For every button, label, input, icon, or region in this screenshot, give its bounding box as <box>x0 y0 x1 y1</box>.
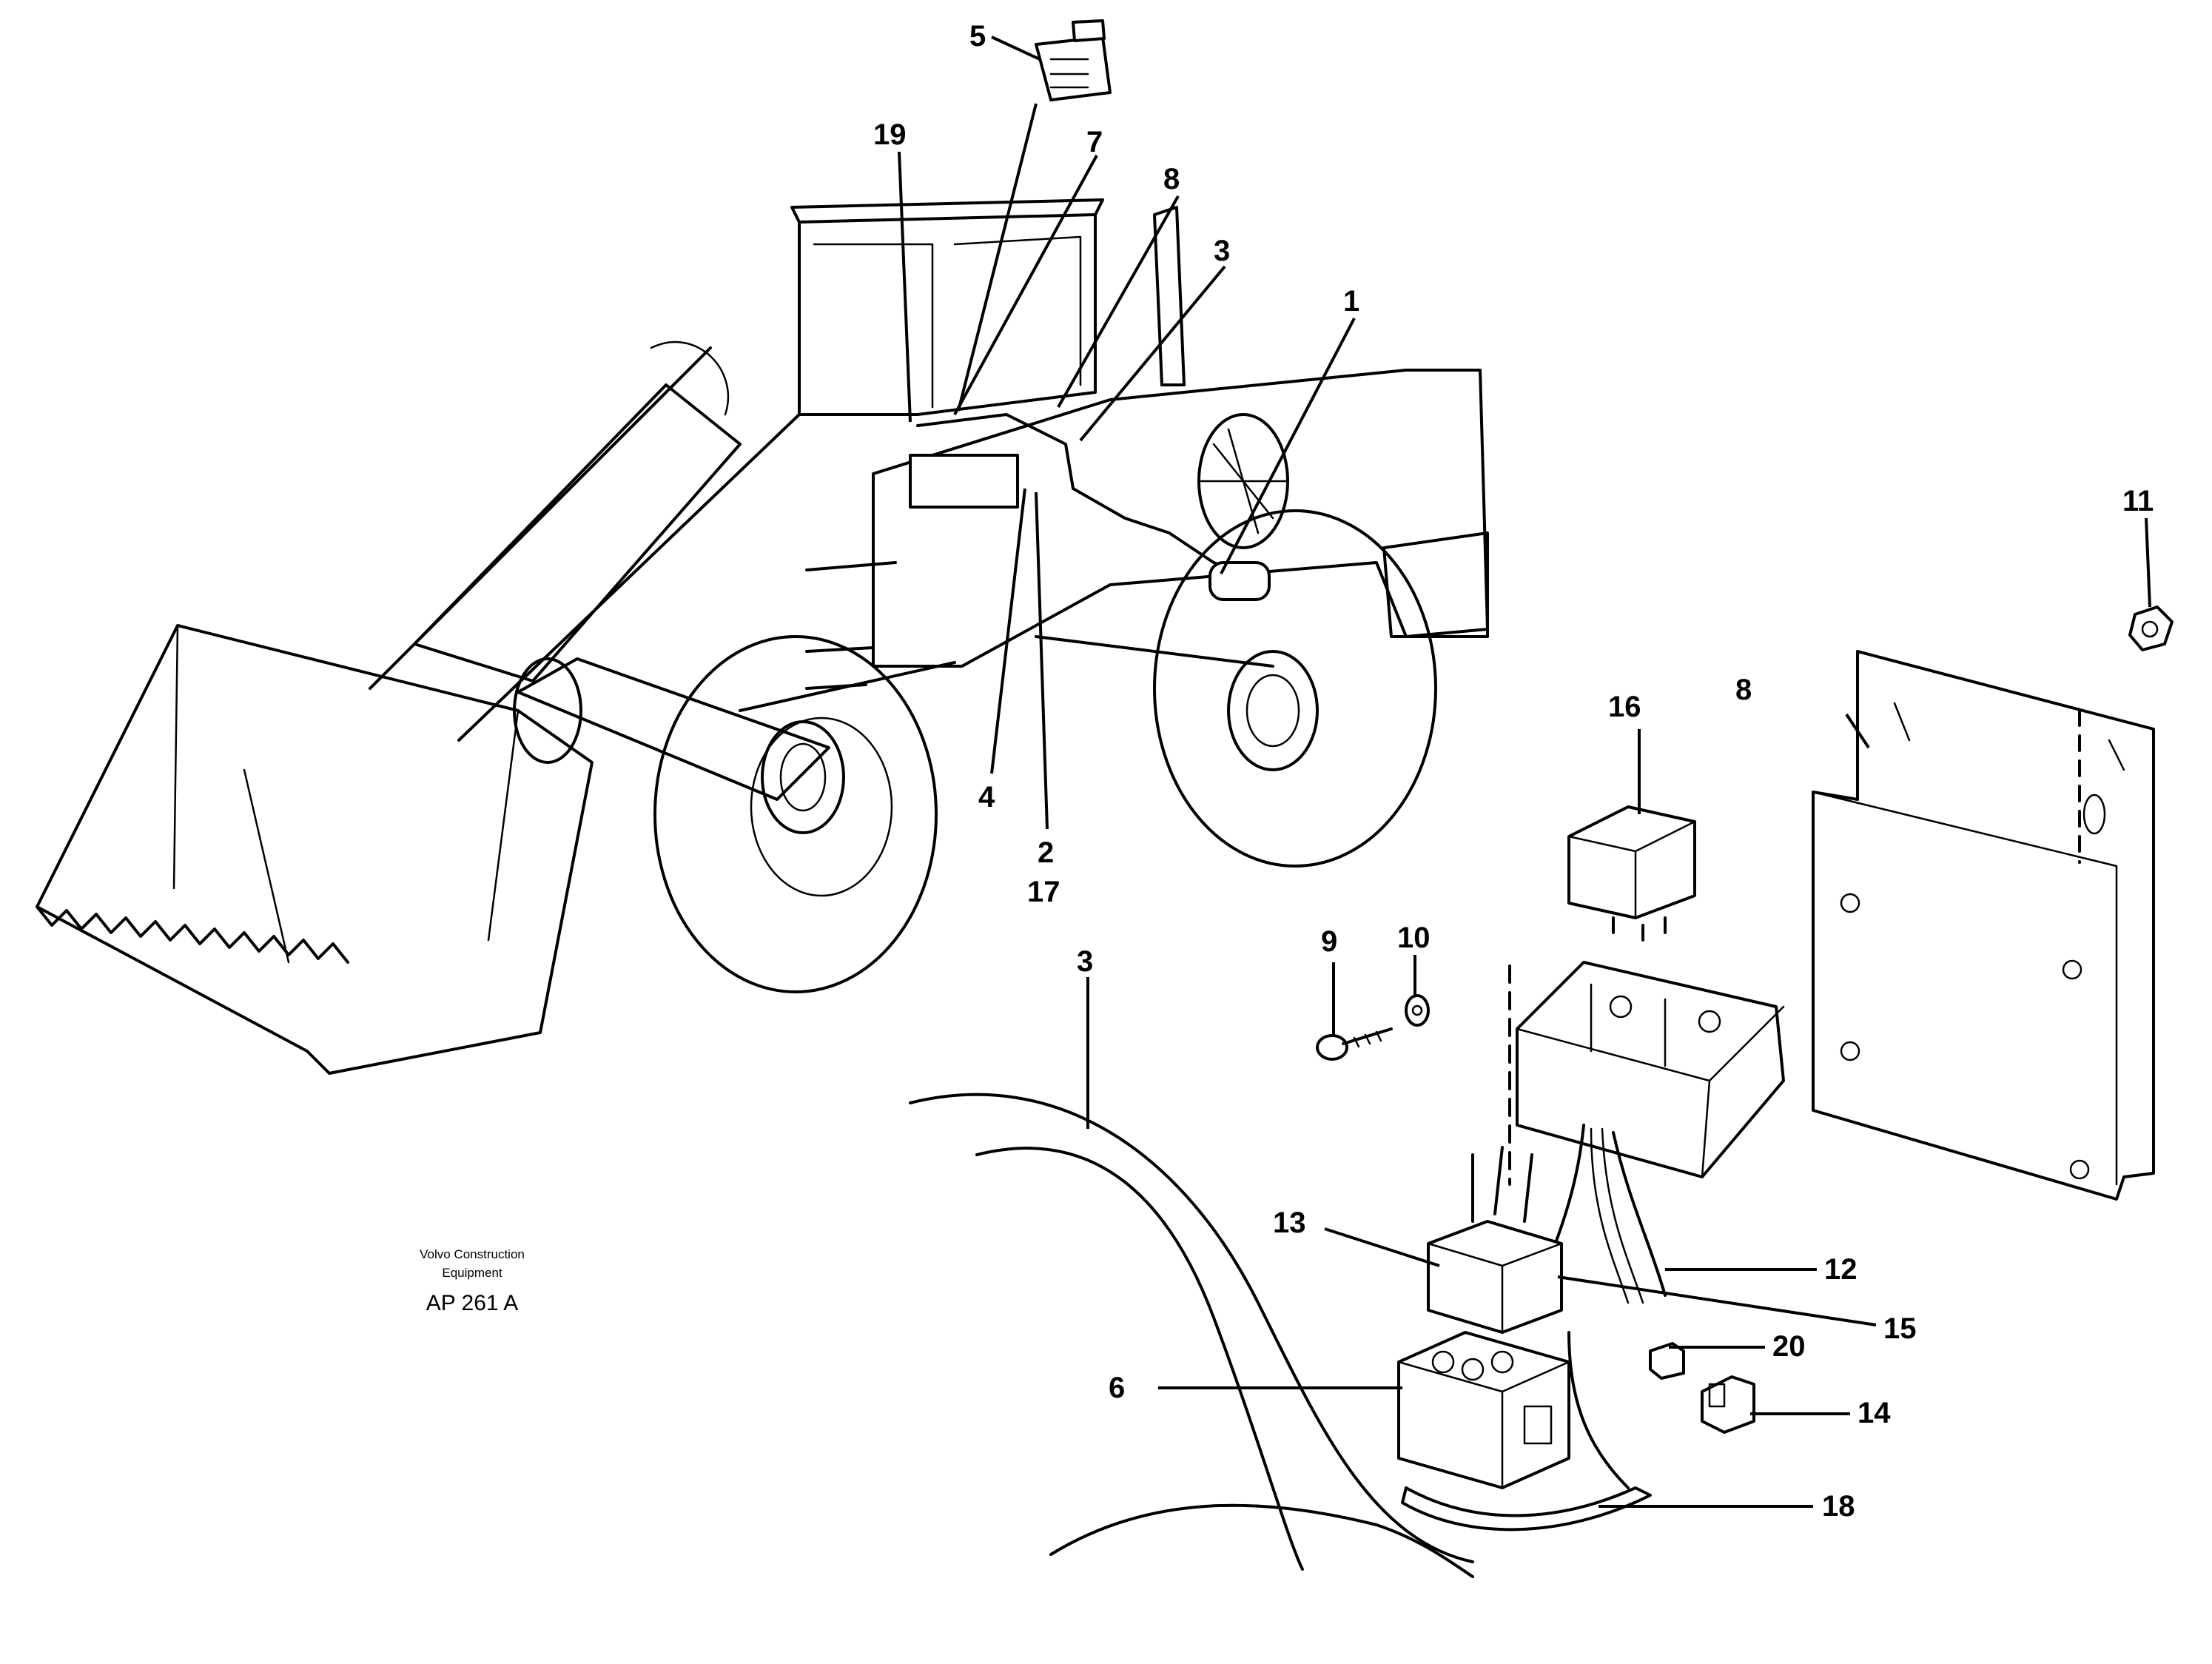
part-13-plug <box>1427 1146 1563 1334</box>
part-3-cable-bottom <box>909 1093 1474 1578</box>
callout-4: 4 <box>978 781 995 813</box>
caption-company-line1: Volvo Construction <box>420 1247 525 1261</box>
callout-2: 2 <box>1038 836 1054 869</box>
callout-3-top: 3 <box>1214 235 1230 267</box>
callout-6: 6 <box>1109 1372 1125 1404</box>
callout-18: 18 <box>1822 1490 1855 1523</box>
callout-5: 5 <box>969 20 986 53</box>
wheel-loader-drawing <box>36 198 1489 1075</box>
bucket-teeth <box>36 905 349 964</box>
bucket <box>36 624 594 1075</box>
operator-cab <box>798 213 1097 416</box>
chassis-frame <box>872 369 1489 668</box>
front-tyre <box>653 635 938 993</box>
callout-10: 10 <box>1397 922 1431 954</box>
part-8-bracket <box>1812 650 2155 1201</box>
callout-14: 14 <box>1858 1397 1891 1429</box>
control-unit-box <box>909 454 1019 509</box>
callout-8-top: 8 <box>1163 163 1180 195</box>
part-16-relay <box>1567 805 1696 942</box>
callout-1: 1 <box>1343 285 1359 318</box>
callout-16: 16 <box>1608 691 1641 723</box>
part-6-connector <box>1397 1331 1570 1489</box>
exhaust-pipe <box>1153 206 1186 386</box>
lift-arm <box>413 383 742 682</box>
part-20-connector <box>1649 1342 1685 1380</box>
part-18-cable-strap <box>1401 1486 1652 1532</box>
callout-3-bottom: 3 <box>1077 945 1093 978</box>
callout-9: 9 <box>1321 925 1337 958</box>
part-11-nut <box>2128 605 2174 651</box>
leader-lines <box>898 36 2151 1508</box>
callout-8-bracket: 8 <box>1735 674 1752 706</box>
part-10-washer <box>1405 994 1430 1027</box>
callout-12: 12 <box>1824 1253 1858 1286</box>
callout-11: 11 <box>2122 485 2154 517</box>
callout-17: 17 <box>1027 876 1060 908</box>
callout-labels: 5 19 7 8 3 1 4 2 17 11 8 16 9 10 3 13 12… <box>873 20 2154 1523</box>
caption-company-line2: Equipment <box>442 1266 502 1280</box>
callout-15: 15 <box>1883 1312 1917 1345</box>
diagram-caption: Volvo Construction Equipment AP 261 A <box>420 1247 525 1315</box>
rear-tyre <box>1153 509 1437 868</box>
part-5-connector-housing <box>1035 19 1112 101</box>
callout-7: 7 <box>1086 126 1103 158</box>
callout-20: 20 <box>1772 1330 1806 1363</box>
part-14-connector <box>1701 1375 1755 1434</box>
harness-on-machine <box>916 413 1252 579</box>
caption-code: AP 261 A <box>426 1291 519 1315</box>
front-axle <box>517 657 830 801</box>
callout-13: 13 <box>1273 1207 1306 1239</box>
part-9-screw <box>1316 1027 1393 1061</box>
relay-holder <box>1516 961 1785 1178</box>
callout-19: 19 <box>873 118 907 151</box>
